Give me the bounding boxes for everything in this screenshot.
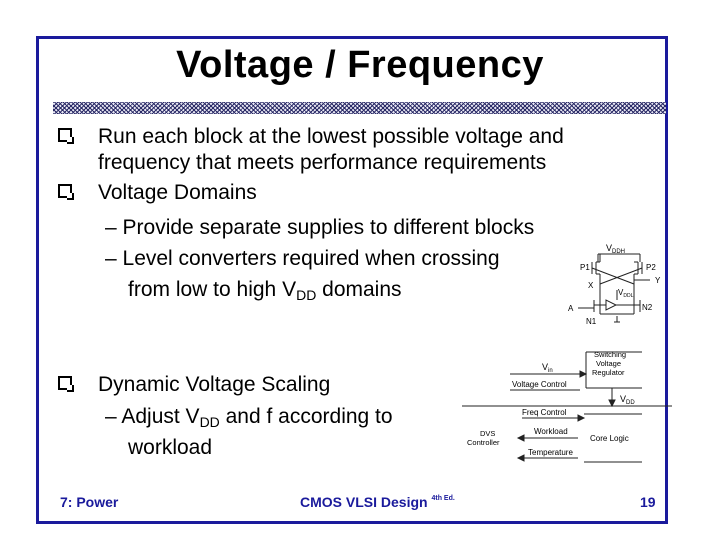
- subscript: DD: [199, 414, 220, 430]
- voltage-control-label: Voltage Control: [512, 380, 567, 389]
- footer-chapter: 7: Power: [60, 494, 119, 510]
- regulator-label: Switching: [594, 350, 626, 359]
- y-label: Y: [655, 276, 661, 285]
- dvs-controller-label: Controller: [467, 438, 500, 447]
- dvs-controller-label: DVS: [480, 429, 495, 438]
- temperature-label: Temperature: [528, 448, 573, 457]
- text-run: from low to high V: [128, 278, 297, 301]
- vddh-label: VDDH: [606, 243, 625, 255]
- text-run: – Adjust V: [105, 405, 200, 428]
- x-label: X: [588, 281, 594, 290]
- vddl-label: VDDL: [618, 288, 634, 299]
- text-run: domains: [316, 278, 402, 301]
- freq-control-label: Freq Control: [522, 408, 567, 417]
- bullet-text: Run each block at the lowest possible vo…: [98, 125, 564, 148]
- dvs-block-diagram: Vin Voltage Control Switching Voltage Re…: [462, 350, 672, 463]
- p1-label: P1: [580, 263, 590, 272]
- p2-label: P2: [646, 263, 656, 272]
- n2-label: N2: [642, 303, 653, 312]
- bullet-checkbox-icon: [58, 376, 74, 392]
- slide-title: Voltage / Frequency: [176, 44, 544, 86]
- level-converter-diagram: VDDH VDDL P1 P2 X Y A N2 N1: [568, 243, 661, 326]
- vin-label: Vin: [542, 362, 553, 374]
- footer-edition: 4th Ed.: [431, 495, 455, 502]
- subscript: DD: [296, 287, 317, 303]
- sub-bullet-text: workload: [128, 436, 213, 459]
- slide-frame: [36, 36, 668, 524]
- sub-bullet-text: – Adjust VDD and f according to: [105, 404, 393, 435]
- bullet-text: frequency that meets performance require…: [98, 151, 547, 174]
- footer-course-title: CMOS VLSI Design: [300, 494, 428, 510]
- bullet-checkbox-icon: [58, 184, 74, 200]
- bullet-checkbox-icon: [58, 128, 74, 144]
- core-logic-label: Core Logic: [590, 434, 629, 443]
- sub-bullet-text: – Level converters required when crossin…: [105, 247, 500, 270]
- regulator-label: Regulator: [592, 368, 625, 377]
- bullet-text: Dynamic Voltage Scaling: [98, 373, 331, 396]
- footer-course: CMOS VLSI Design 4th Ed.: [300, 494, 455, 510]
- n1-label: N1: [586, 317, 597, 326]
- sub-bullet-text: from low to high VDD domains: [128, 277, 402, 308]
- workload-label: Workload: [534, 427, 568, 436]
- vdd-label: VDD: [620, 394, 635, 406]
- text-run: and f according to: [219, 405, 393, 428]
- footer-page-number: 19: [640, 494, 656, 510]
- title-divider: [53, 102, 666, 114]
- a-label: A: [568, 304, 574, 313]
- bullet-text: Voltage Domains: [98, 181, 257, 204]
- regulator-label: Voltage: [596, 359, 621, 368]
- sub-bullet-text: – Provide separate supplies to different…: [105, 216, 535, 239]
